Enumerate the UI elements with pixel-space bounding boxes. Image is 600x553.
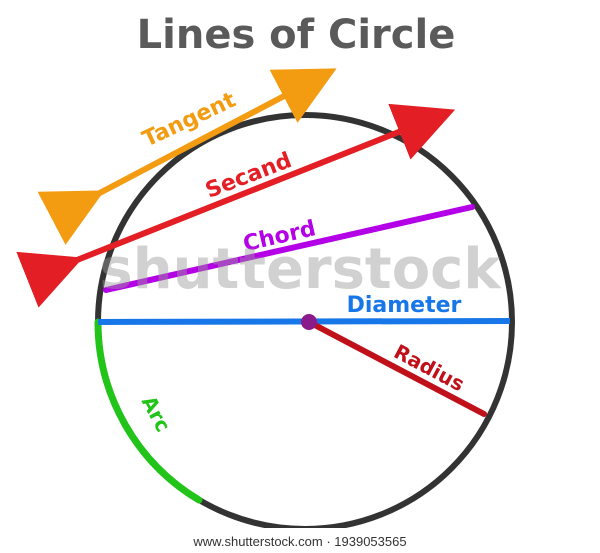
center-point bbox=[301, 314, 317, 330]
label-secant: Secand bbox=[202, 148, 295, 204]
footer-text: www.shutterstock.com · 1939053565 bbox=[192, 534, 406, 549]
watermark: shutterstock bbox=[99, 237, 502, 302]
chord-line bbox=[103, 204, 475, 293]
page-title: Lines of Circle bbox=[137, 12, 456, 58]
footer-bar bbox=[0, 528, 600, 553]
label-diameter: Diameter bbox=[347, 293, 462, 318]
arc-segment bbox=[94, 318, 203, 504]
radius-line bbox=[306, 319, 487, 417]
secant-line bbox=[16, 103, 456, 308]
label-arc: Arc bbox=[137, 392, 176, 436]
